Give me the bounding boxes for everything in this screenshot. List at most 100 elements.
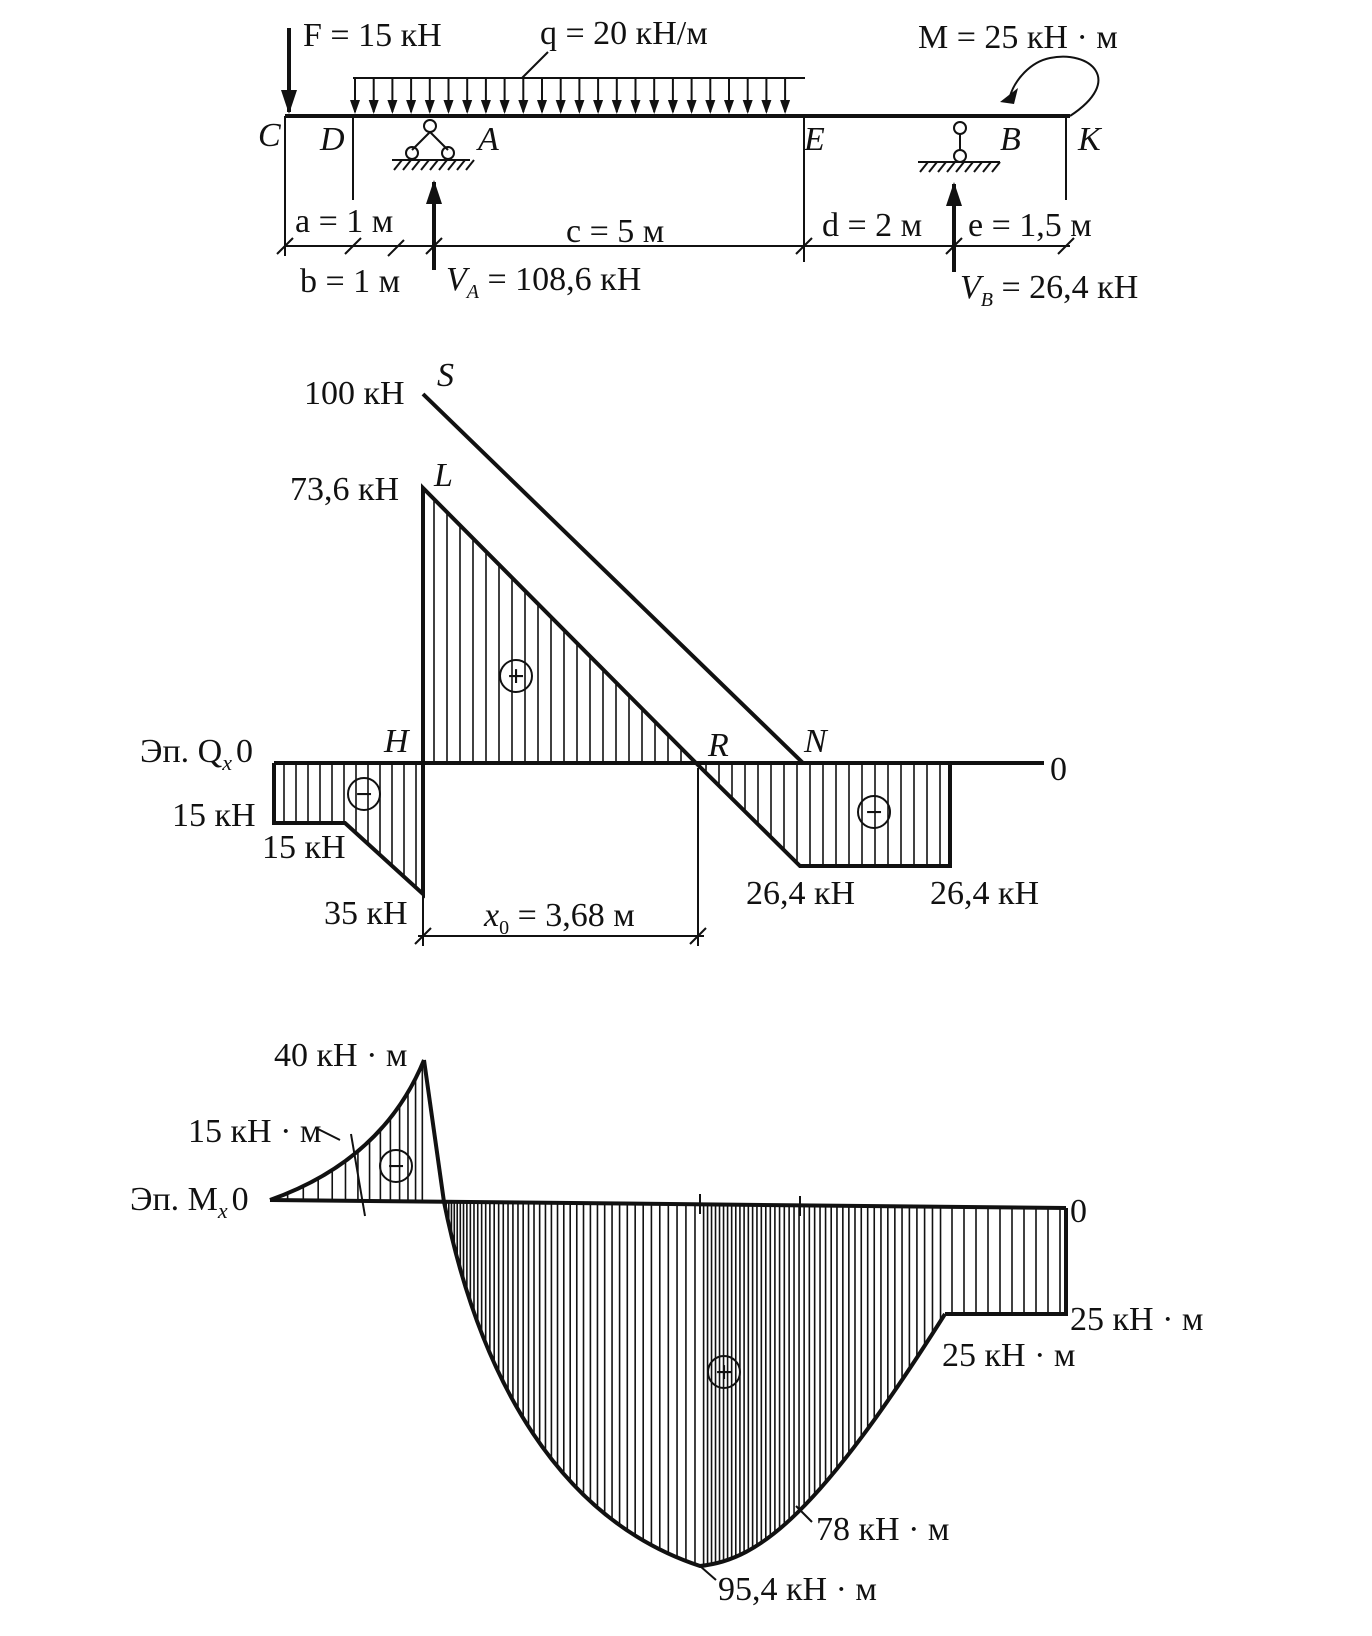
point-e-label: E: [803, 121, 825, 158]
ground-hatch: [964, 161, 974, 173]
ground-hatch: [919, 161, 929, 173]
moment-value-25-right: 25 кН · м: [1070, 1301, 1203, 1338]
moment-value-78: 78 кН · м: [816, 1511, 949, 1548]
shear-point-r: R: [707, 727, 729, 764]
reaction-vb-arrowhead: [946, 182, 962, 206]
load-arrowhead: [480, 100, 491, 114]
shear-point-h: H: [383, 723, 411, 760]
shear-point-n: N: [803, 723, 829, 760]
x0-tick-left: [414, 927, 432, 945]
x0-label: x0 = 3,68 м: [483, 897, 635, 939]
shear-value-26-4-right: 26,4 кН: [930, 875, 1039, 912]
dimension-tick: [425, 237, 443, 255]
ground-hatch: [411, 159, 421, 171]
shear-plus-circle: [499, 659, 533, 693]
load-arrowhead: [742, 100, 753, 114]
dimension-tick: [387, 239, 405, 257]
dim-c-label: c = 5 м: [566, 213, 664, 250]
point-a-label: A: [476, 121, 499, 158]
load-q-label: q = 20 кН/м: [540, 15, 708, 52]
moment-axis: [269, 1198, 1067, 1210]
dimension-tick: [276, 237, 294, 255]
dimension-tick: [1057, 237, 1075, 255]
shear-line-s-n: [421, 392, 805, 765]
ground-hatch: [946, 161, 956, 173]
load-arrowhead: [705, 100, 716, 114]
ground-hatch: [393, 159, 403, 171]
moment-tick-d: [350, 1133, 366, 1217]
moment-leader-95-4: [699, 1565, 717, 1581]
load-arrowhead: [649, 100, 660, 114]
load-arrowhead: [443, 100, 454, 114]
load-arrowhead: [387, 100, 398, 114]
shear-zero-right: 0: [1050, 751, 1067, 788]
load-arrowhead: [424, 100, 435, 114]
dim-d-label: d = 2 м: [822, 207, 922, 244]
shear-value-35: 35 кН: [324, 895, 408, 932]
dim-a-label: a = 1 м: [295, 203, 393, 240]
dimension-tick: [795, 237, 813, 255]
shear-minus-circle-left: [347, 777, 381, 811]
beam-scheme: F = 15 кН q = 20 кН/м M = 25 кН · м C D …: [258, 15, 1138, 311]
load-arrowhead: [686, 100, 697, 114]
shear-segment-negative: [694, 761, 952, 868]
moment-segment-bk: [945, 1208, 1068, 1316]
shear-plus-sign: +: [507, 660, 524, 693]
moment-leader-78: [795, 1505, 813, 1523]
load-arrowhead: [518, 100, 529, 114]
force-f-label: F = 15 кН: [303, 17, 442, 54]
load-arrowhead: [780, 100, 791, 114]
moment-m-label: M = 25 кН · м: [918, 19, 1118, 56]
force-f-arrowhead: [281, 90, 297, 114]
ground-hatch: [955, 161, 965, 173]
shear-hatching: [283, 499, 941, 888]
load-arrowhead: [462, 100, 473, 114]
shear-value-26-4-left: 26,4 кН: [746, 875, 855, 912]
point-b-label: B: [1000, 121, 1021, 158]
moment-plus-circle: [707, 1355, 741, 1389]
point-d-label: D: [319, 121, 345, 158]
shear-point-l: L: [433, 457, 453, 494]
dimension-tick: [344, 237, 362, 255]
ground-hatch: [438, 159, 448, 171]
point-c-label: C: [258, 117, 281, 154]
shear-segment-al: [421, 483, 698, 894]
moment-value-15: 15 кН · м: [188, 1113, 321, 1150]
load-arrowhead: [537, 100, 547, 114]
ground-hatch: [456, 159, 466, 171]
load-arrowhead: [499, 100, 510, 114]
dimension-tick: [945, 237, 963, 255]
shear-value-15-right: 15 кН: [262, 829, 346, 866]
reaction-vb-label: VB = 26,4 кН: [960, 269, 1138, 311]
distributed-load-arrows: [350, 78, 791, 114]
moment-m-arrowhead: [1000, 88, 1018, 104]
support-a: [392, 119, 475, 171]
moment-leader-15: [315, 1127, 341, 1141]
dim-e-label: e = 1,5 м: [968, 207, 1092, 244]
shear-minus-sign-left: −: [355, 778, 372, 811]
load-arrowhead: [574, 100, 585, 114]
moment-hatching: [286, 1063, 1061, 1566]
shear-minus-sign-right: −: [865, 796, 882, 829]
shear-value-100: 100 кН: [304, 375, 405, 412]
load-arrowhead: [406, 100, 417, 114]
ground-hatch: [429, 159, 439, 171]
shear-minus-circle-right: [857, 795, 891, 829]
moment-minus-sign: −: [387, 1150, 404, 1183]
moment-plus-sign: +: [715, 1356, 732, 1389]
moment-zero-right: 0: [1070, 1193, 1087, 1230]
x0-tick-right: [689, 927, 707, 945]
moment-minus-circle: [379, 1149, 413, 1183]
ground-hatch: [465, 159, 475, 171]
moment-curve-cd-a: [269, 1059, 426, 1202]
point-k-label: K: [1077, 121, 1103, 158]
reaction-va-arrowhead: [426, 180, 442, 204]
ground-hatch: [982, 161, 992, 173]
ground-hatch: [420, 159, 430, 171]
ground-hatch: [402, 159, 412, 171]
load-arrowhead: [555, 100, 566, 114]
moment-value-40: 40 кН · м: [274, 1037, 407, 1074]
